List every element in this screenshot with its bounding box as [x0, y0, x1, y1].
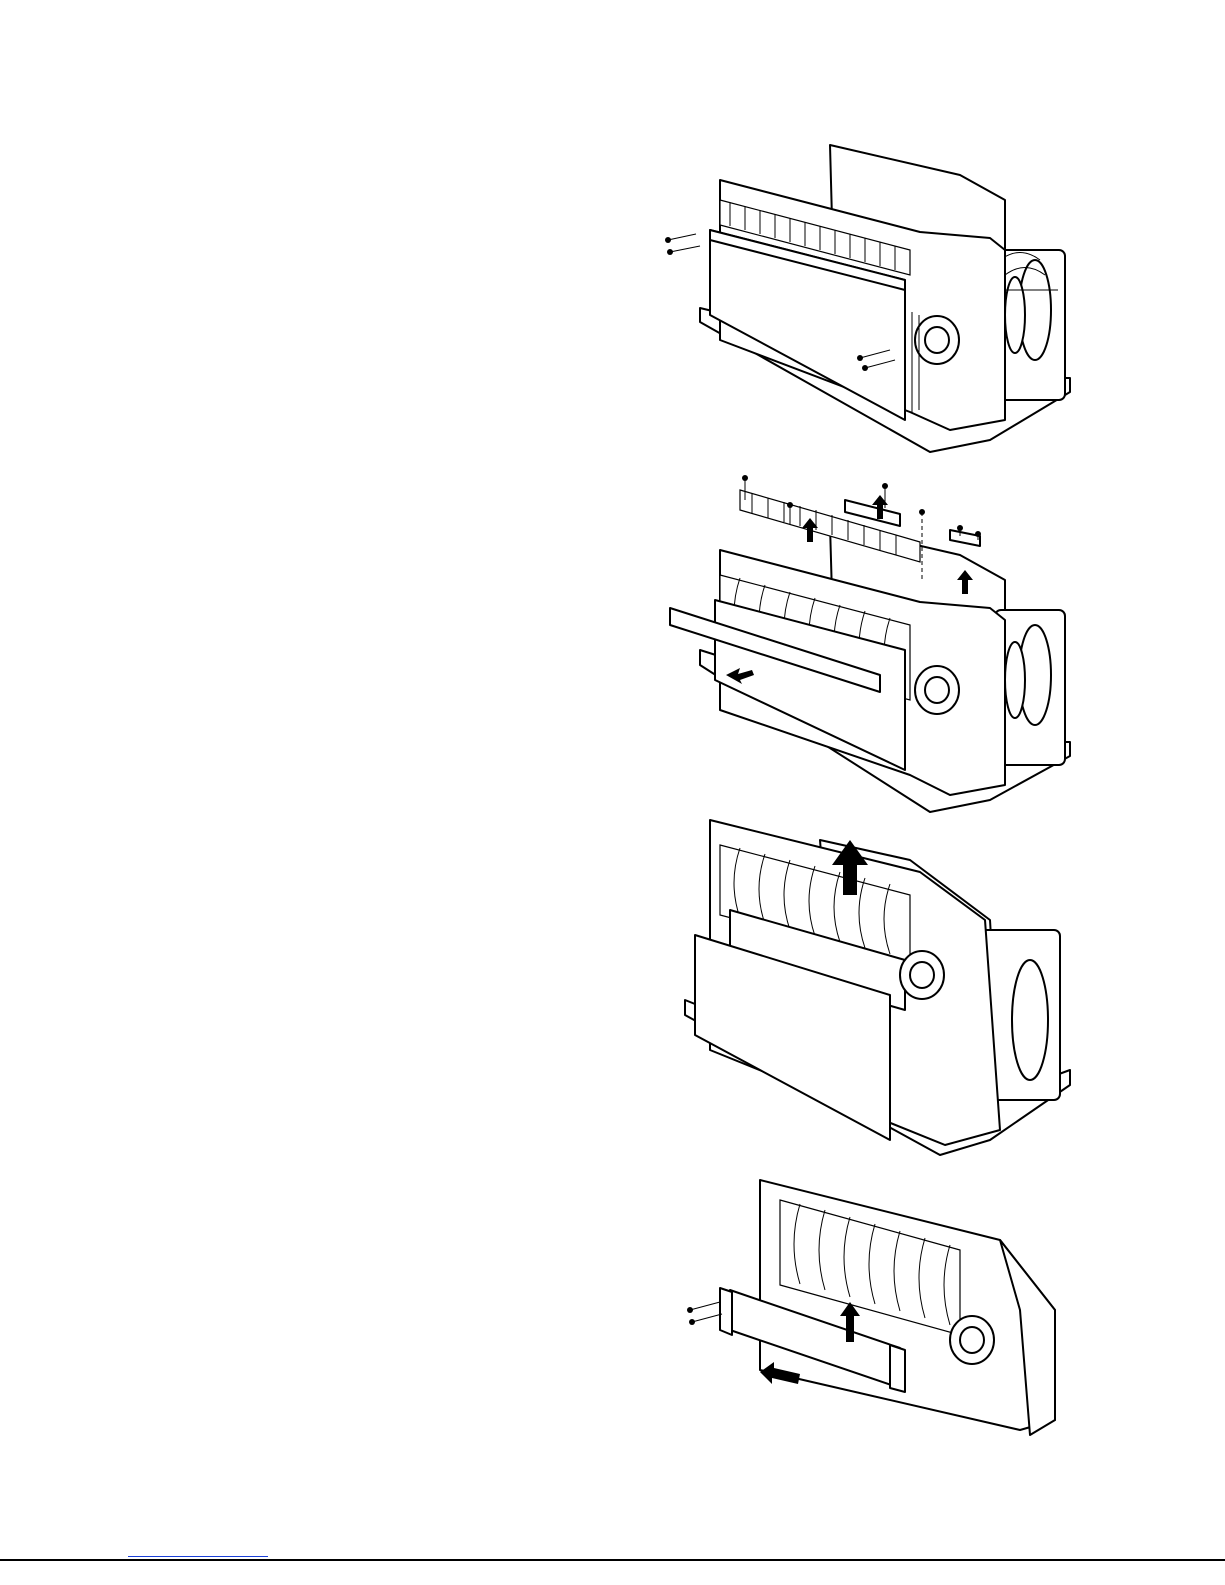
step-2-illustration — [660, 470, 1100, 815]
screw-icon — [687, 1302, 722, 1325]
unit-exploded-view-icon — [660, 140, 1100, 460]
unit-exploded-view-icon — [660, 810, 1100, 1162]
footer-rule — [0, 1559, 1225, 1561]
unit-exploded-view-icon — [660, 470, 1100, 815]
step-3-illustration — [660, 810, 1100, 1162]
step-4-illustration — [660, 1170, 1100, 1450]
unit-exploded-view-icon — [660, 1170, 1100, 1450]
step-1-illustration — [660, 140, 1100, 460]
footer-link-underline[interactable] — [128, 1556, 268, 1557]
